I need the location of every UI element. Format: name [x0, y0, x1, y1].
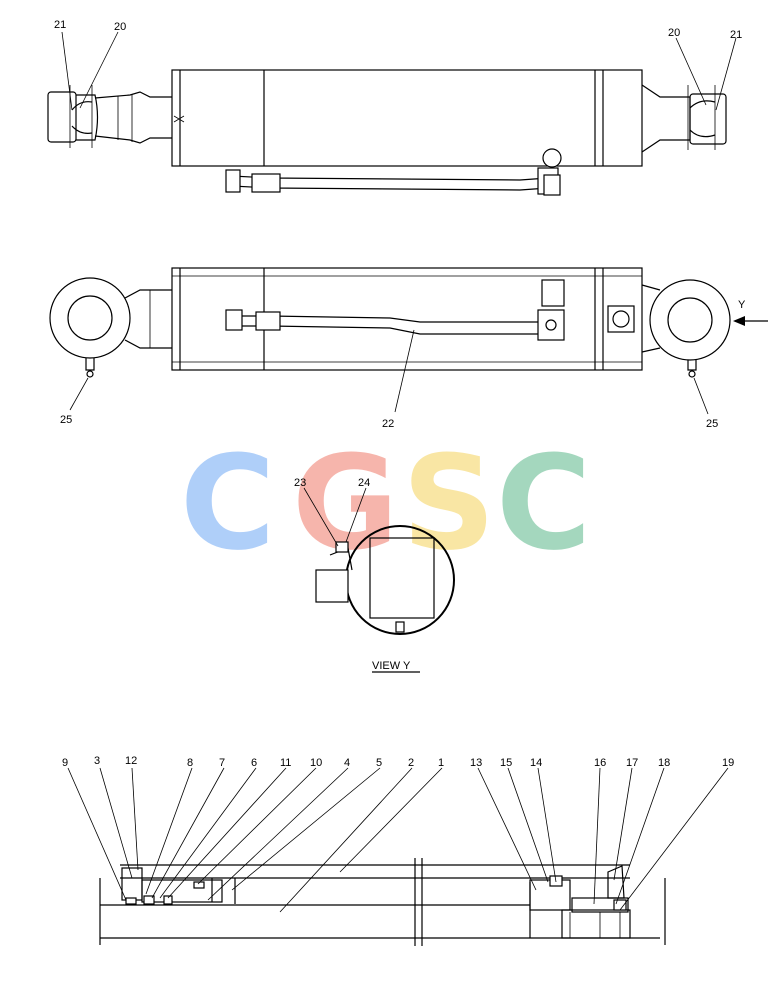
callout-9: 9 [62, 757, 68, 769]
callout-24: 24 [358, 477, 370, 489]
callout-4: 4 [344, 757, 350, 769]
view-arrow-label: Y [738, 299, 746, 311]
callout-18: 18 [658, 757, 670, 769]
callout-21-right: 21 [730, 29, 742, 41]
callout-3: 3 [94, 755, 100, 767]
callout-21-left: 21 [54, 19, 66, 31]
callout-11: 11 [280, 757, 291, 769]
callout-7: 7 [219, 757, 225, 769]
callout-16: 16 [594, 757, 606, 769]
callout-17: 17 [626, 757, 638, 769]
view-y-detail: 23 24 VIEW Y [294, 477, 455, 673]
callout-2: 2 [408, 757, 414, 769]
callout-5: 5 [376, 757, 382, 769]
callout-8: 8 [187, 757, 193, 769]
callout-25-left: 25 [60, 414, 72, 426]
section-callouts-right: 13 15 14 16 17 18 19 [470, 757, 734, 769]
callout-6: 6 [251, 757, 257, 769]
callout-14: 14 [530, 757, 542, 769]
watermark: C G S C [180, 427, 591, 579]
callout-15: 15 [500, 757, 512, 769]
view-y-caption: VIEW Y [372, 660, 411, 672]
cylinder-section-view: 9 3 12 8 7 6 11 10 4 5 2 1 13 15 14 16 1… [62, 755, 734, 946]
section-callouts-left: 9 3 12 8 7 6 11 10 4 5 2 1 [62, 755, 444, 769]
watermark-letter-4: C [496, 427, 591, 579]
cylinder-side-view: Y 25 22 25 [49, 267, 768, 430]
callout-20-left: 20 [114, 21, 126, 33]
callout-19: 19 [722, 757, 734, 769]
callout-13: 13 [470, 757, 482, 769]
callout-1: 1 [438, 757, 444, 769]
callout-20-right: 20 [668, 27, 680, 39]
callout-12: 12 [125, 755, 137, 767]
callout-10: 10 [310, 757, 322, 769]
callout-23: 23 [294, 477, 306, 489]
callout-25-right: 25 [706, 418, 718, 430]
cylinder-top-view: 21 20 20 21 [47, 19, 742, 196]
watermark-letter-3: S [402, 427, 496, 579]
watermark-letter-2: G [292, 427, 399, 579]
callout-22: 22 [382, 418, 394, 430]
watermark-letter-1: C [180, 427, 275, 579]
